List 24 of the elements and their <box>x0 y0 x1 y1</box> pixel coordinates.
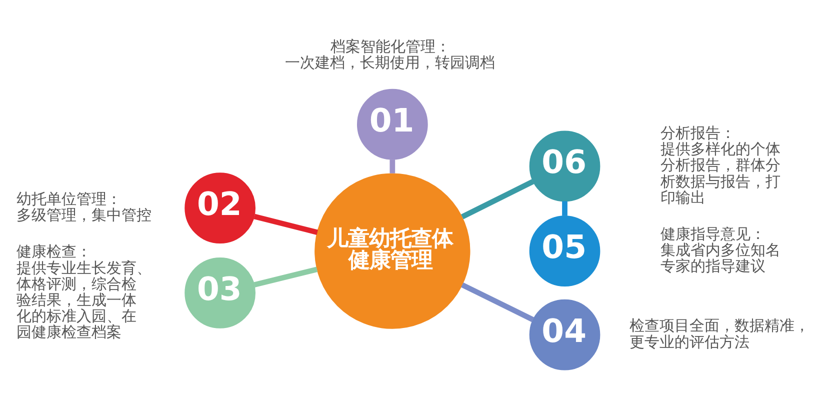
node-label: 提供多样化的个体分析报告，群体分析数据与报告，打印输出 <box>660 140 780 206</box>
connector <box>254 213 318 234</box>
node-label: 分析报告： <box>660 123 736 142</box>
node-label: 多级管理，集中管控 <box>16 206 152 224</box>
node-label: 集成省内多位知名专家的指导建议 <box>660 240 780 275</box>
node-label: 健康检查： <box>16 242 92 260</box>
node-circle: 06 <box>529 130 600 202</box>
connector <box>562 200 568 216</box>
node-label: 检查项目全面，数据精准，更专业的评估方法 <box>630 316 810 350</box>
node-circle: 02 <box>184 172 256 244</box>
node-circle: 03 <box>184 257 256 328</box>
node-circle: 05 <box>529 215 600 286</box>
node-circle: 01 <box>356 88 428 160</box>
node-label: 一次建档，长期使用，转园调档 <box>285 53 496 72</box>
connector <box>461 178 534 219</box>
node-circle: 儿童幼托查体健康管理 <box>314 172 470 328</box>
node-label: 提供专业生长发育、体格评测，综合检验结果，生成一体化的标准入园、在园健康检查档案 <box>16 258 152 341</box>
node-label: 幼托单位管理： <box>16 190 122 208</box>
connector <box>390 159 396 173</box>
node-label: 健康指导意见： <box>660 224 766 242</box>
node-circle: 04 <box>529 298 600 370</box>
node-label: 档案智能化管理： <box>330 37 451 56</box>
connector <box>254 266 318 287</box>
connector <box>461 282 534 322</box>
